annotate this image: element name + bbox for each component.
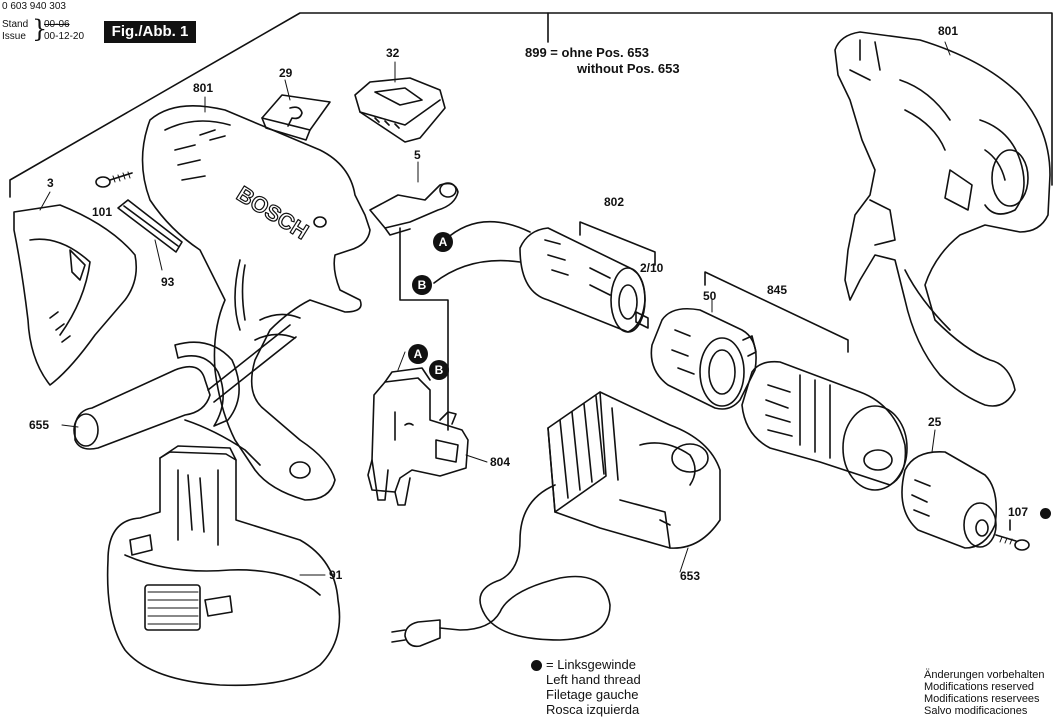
issue-label: Issue xyxy=(2,31,26,42)
label-801-right: 801 xyxy=(938,24,959,38)
label-29: 29 xyxy=(279,66,293,80)
issue-value: 00-12-20 xyxy=(44,31,85,42)
part-653-charger xyxy=(547,391,721,549)
label-107: 107 xyxy=(1008,505,1029,519)
bracket-802 xyxy=(579,221,656,266)
mods-line-2: Modifications reserved xyxy=(924,681,1035,693)
marker-b-switch: B xyxy=(429,360,449,380)
part-5-switch-lever xyxy=(369,182,459,236)
label-802: 802 xyxy=(604,195,625,209)
mains-plug xyxy=(391,619,441,648)
label-101: 101 xyxy=(92,205,113,219)
label-804: 804 xyxy=(490,455,511,469)
legend-line-3: Filetage gauche xyxy=(546,687,639,702)
mods-line-4: Salvo modificaciones xyxy=(924,705,1028,717)
part-3-side-cover xyxy=(13,204,138,386)
part-25-chuck-sleeve xyxy=(901,451,998,549)
wire-a-motor xyxy=(444,220,531,241)
mods-line-1: Änderungen vorbehalten xyxy=(924,669,1045,681)
label-25: 25 xyxy=(928,415,942,429)
note-899-line-2: without Pos. 653 xyxy=(577,61,680,76)
marker-a-motor: A xyxy=(433,232,453,252)
marker-a-switch: A xyxy=(408,344,428,364)
stand-label: Stand xyxy=(2,19,29,30)
part-804-trigger-switch xyxy=(367,367,469,506)
note-899: 899 = ohne Pos. 653 without Pos. 653 xyxy=(525,45,680,77)
label-653: 653 xyxy=(680,569,701,583)
label-5: 5 xyxy=(414,148,421,162)
part-29-cover-plate xyxy=(261,94,331,141)
marker-b-motor: B xyxy=(412,275,432,295)
part-50-ring xyxy=(650,307,757,410)
legend-dot-icon xyxy=(531,660,542,671)
left-hand-thread-dot-107 xyxy=(1040,508,1051,519)
part-32-rear-cap xyxy=(354,77,446,143)
wire-clip xyxy=(184,419,261,466)
figure-badge: Fig./Abb. 1 xyxy=(104,21,196,43)
thread-legend: = Linksgewinde Left hand thread Filetage… xyxy=(531,657,641,717)
part-91-battery-pack xyxy=(106,445,341,687)
legend-line-2: Left hand thread xyxy=(546,672,641,687)
bracket-845 xyxy=(704,271,849,353)
modifications-note: Änderungen vorbehalten Modifications res… xyxy=(924,669,1044,717)
label-3: 3 xyxy=(47,176,54,190)
mods-line-3: Modifications reservees xyxy=(924,693,1040,705)
leader-lines xyxy=(39,41,951,576)
label-2-10: 2/10 xyxy=(640,261,664,275)
label-93: 93 xyxy=(161,275,175,289)
label-845: 845 xyxy=(767,283,788,297)
label-91: 91 xyxy=(329,568,343,582)
bosch-logo: BOSCH xyxy=(232,181,313,244)
label-50: 50 xyxy=(703,289,717,303)
drawing-number: 0 603 940 303 xyxy=(2,1,66,12)
part-655-aux-handle xyxy=(73,324,297,450)
legend-line-4: Rosca izquierda xyxy=(546,702,640,717)
stand-value: 00-06 xyxy=(44,19,70,30)
note-899-line-1: 899 = ohne Pos. 653 xyxy=(525,45,649,60)
part-845-gearbox xyxy=(741,360,908,491)
legend-line-1: = Linksgewinde xyxy=(546,657,636,672)
label-32: 32 xyxy=(386,46,400,60)
part-802-motor xyxy=(519,227,649,333)
assembly-bracket-line xyxy=(9,12,1053,198)
part-107-screw xyxy=(995,534,1030,551)
wire-b-motor xyxy=(433,259,521,284)
part-101-screw xyxy=(95,171,133,188)
part-93-nameplate xyxy=(117,199,183,253)
power-cord xyxy=(439,484,611,641)
label-655: 655 xyxy=(29,418,50,432)
brace-glyph: } xyxy=(32,15,48,43)
leader-5-804 xyxy=(399,227,449,431)
part-801-housing-right xyxy=(834,31,1051,407)
part-801-housing-left: BOSCH xyxy=(141,105,371,501)
label-801-left: 801 xyxy=(193,81,214,95)
